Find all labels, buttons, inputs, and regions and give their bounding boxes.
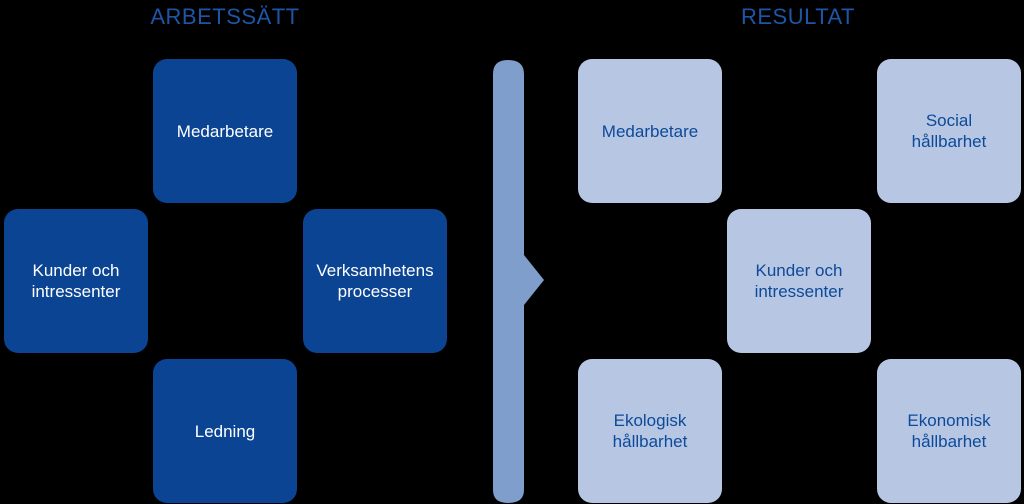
box-medarbetare-arbetssatt: Medarbetare xyxy=(153,59,297,203)
box-ekonomisk-hallbarhet: Ekonomisk hållbarhet xyxy=(877,359,1021,503)
box-label: Social hållbarhet xyxy=(911,111,987,151)
box-ledning: Ledning xyxy=(153,359,297,503)
box-label: Medarbetare xyxy=(176,121,274,141)
box-social-hallbarhet: Social hållbarhet xyxy=(877,59,1021,203)
right-heading: RESULTAT xyxy=(740,4,855,29)
box-kunder-arbetssatt: Kunder och intressenter xyxy=(4,209,148,353)
box-label: Medarbetare xyxy=(601,121,699,141)
box-label: Ekologisk hållbarhet xyxy=(612,411,688,451)
box-verksamhetens-processer: Verksamhetens processer xyxy=(303,209,447,353)
box-label: Verksamhetens processer xyxy=(316,261,434,301)
box-label: Ledning xyxy=(194,421,256,441)
box-kunder-resultat: Kunder och intressenter xyxy=(727,209,871,353)
box-label: Ekonomisk hållbarhet xyxy=(907,411,991,451)
divider-arrow-shape xyxy=(493,60,544,503)
box-label: Kunder och intressenter xyxy=(754,261,844,301)
box-medarbetare-resultat: Medarbetare xyxy=(578,59,722,203)
box-label: Kunder och intressenter xyxy=(31,261,121,301)
box-ekologisk-hallbarhet: Ekologisk hållbarhet xyxy=(578,359,722,503)
left-heading: ARBETSSÄTT xyxy=(150,4,300,29)
